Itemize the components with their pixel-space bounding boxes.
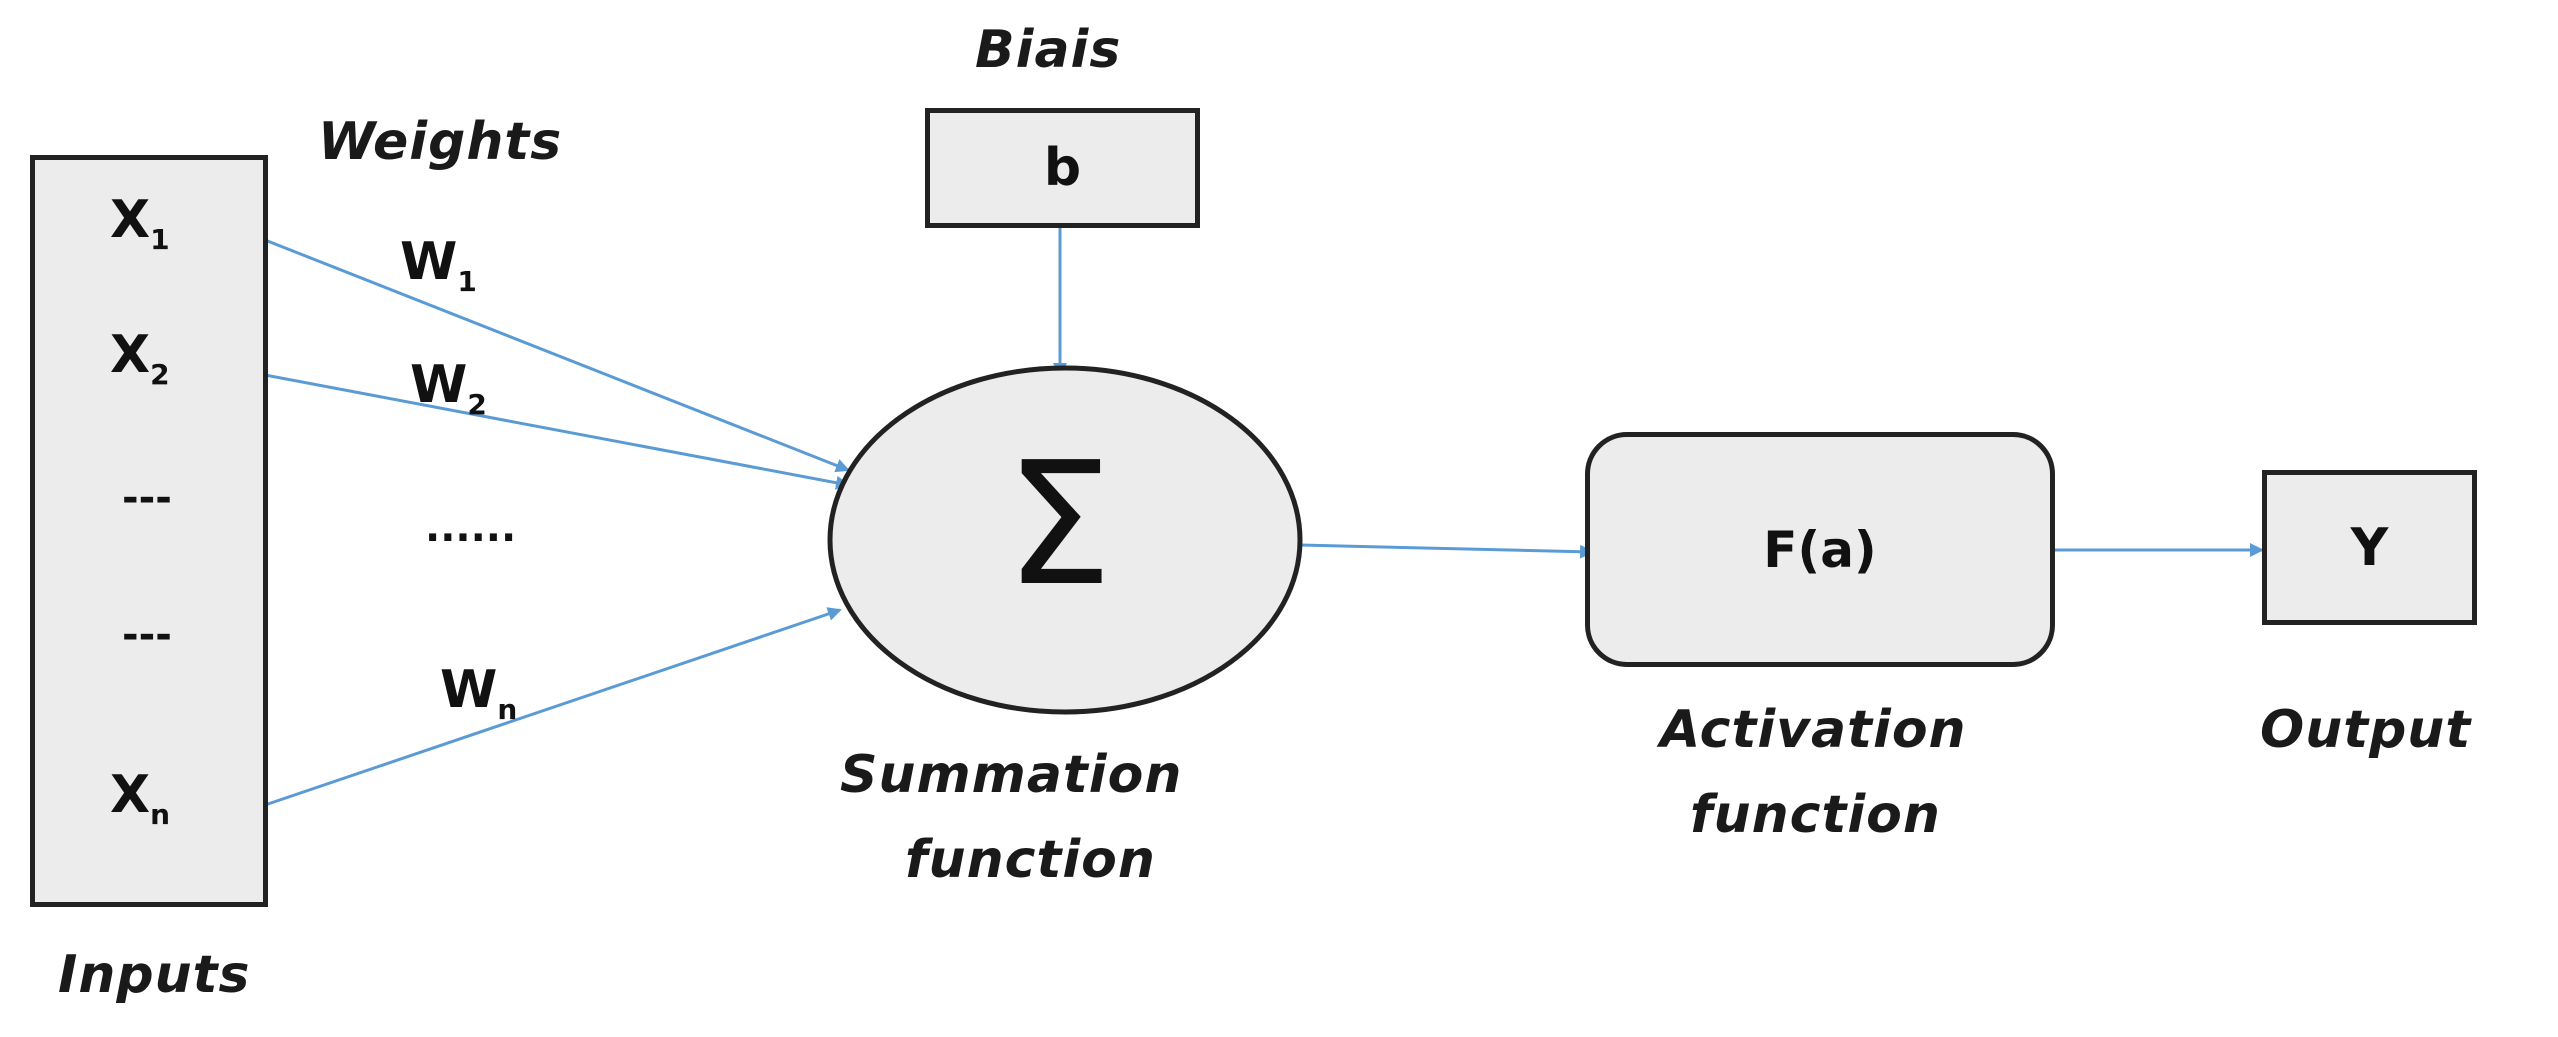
- output-label: Output: [2260, 700, 2472, 760]
- input-x2: X2: [110, 325, 170, 391]
- activation-value: F(a): [1763, 520, 1877, 579]
- weight-w2: W2: [410, 355, 487, 421]
- weight-w1: W1: [400, 232, 477, 298]
- output-value: Y: [2350, 517, 2389, 578]
- sigma-symbol: Σ: [1005, 426, 1113, 624]
- summation-node: [827, 365, 1303, 715]
- weight-arrow-n: [264, 607, 842, 807]
- activation-label-line2: function: [1690, 785, 1941, 845]
- activation-box: F(a): [1585, 432, 2055, 667]
- weight-wn: Wn: [440, 660, 518, 726]
- bias-value: b: [1043, 138, 1082, 198]
- inputs-label: Inputs: [58, 945, 251, 1005]
- sum-to-activation-arrow: [1299, 543, 1594, 559]
- bias-label: Biais: [975, 20, 1122, 80]
- summation-label-line2: function: [905, 830, 1156, 890]
- weights-label: Weights: [318, 112, 563, 172]
- input-ellipsis-2: ---: [122, 612, 172, 658]
- input-ellipsis-1: ---: [122, 475, 172, 521]
- weight-arrow-2: [264, 373, 850, 490]
- weight-ellipsis: ......: [425, 505, 517, 551]
- output-box: Y: [2262, 470, 2477, 625]
- bias-box: b: [925, 108, 1200, 228]
- weight-arrow-1: [264, 238, 850, 473]
- input-xn: Xn: [110, 765, 171, 831]
- summation-label-line1: Summation: [840, 745, 1183, 805]
- inputs-column: [30, 155, 268, 907]
- activation-label-line1: Activation: [1660, 700, 1967, 760]
- input-x1: X1: [110, 190, 170, 256]
